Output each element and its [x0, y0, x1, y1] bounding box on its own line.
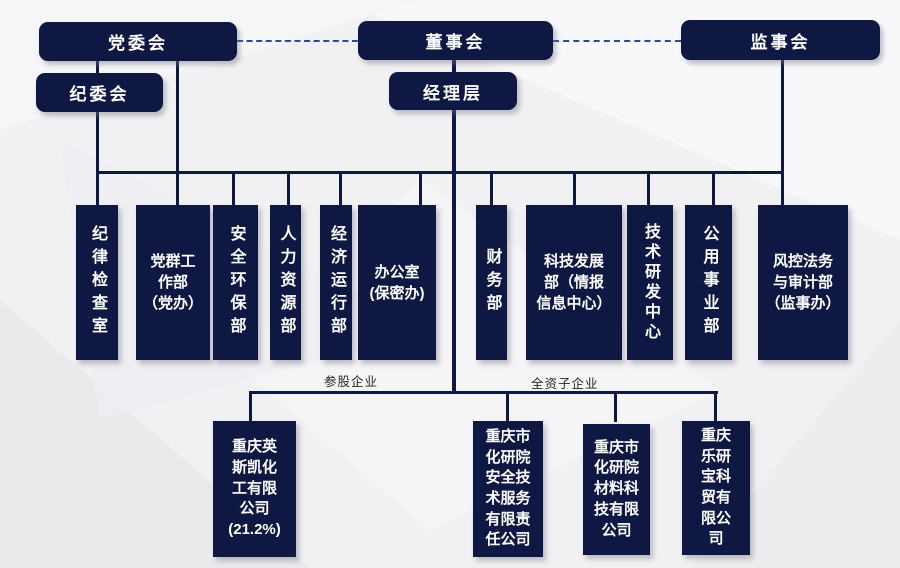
connector-line: [176, 61, 179, 173]
dept-human-resources: 人力资源部: [270, 205, 301, 360]
dept-general-office: 办公室 (保密办): [358, 205, 436, 360]
dept-discipline-inspection-office: 纪律检查室: [76, 205, 118, 360]
connector-line: [781, 60, 784, 173]
caption-wholly-owned-companies: 全资子企业: [531, 377, 599, 391]
dashed-connector-board-supervisory: [553, 40, 681, 42]
connector-line: [452, 110, 456, 392]
company-materials-tech: 重庆市 化研院 材料科 技有限 公司: [583, 424, 650, 555]
node-board-of-directors: 董事会: [358, 21, 553, 60]
connector-line: [490, 172, 493, 206]
dept-party-mass-work: 党群工 作部 （党办）: [136, 205, 210, 360]
dept-economic-operation: 经济运行部: [320, 205, 352, 360]
connector-line: [339, 172, 342, 206]
node-party-committee: 党委会: [39, 22, 237, 61]
company-yingsikai-chemical: 重庆英 斯凯化 工有限 公司 (21.2%): [213, 421, 296, 557]
connector-line: [781, 172, 784, 206]
connector-bus-departments: [96, 171, 784, 174]
node-supervisory-board: 监事会: [681, 20, 880, 60]
connector-line: [287, 172, 290, 206]
connector-bus-subsidiaries: [249, 391, 718, 394]
connector-line: [573, 172, 576, 206]
connector-line: [232, 172, 235, 206]
dept-tech-rd-center: 技术研发中心: [627, 205, 673, 360]
connector-line: [419, 172, 422, 206]
connector-line: [452, 60, 456, 72]
connector-line: [96, 112, 99, 174]
connector-line: [614, 392, 617, 422]
connector-line: [249, 392, 252, 422]
node-discipline-committee: 纪委会: [36, 73, 163, 112]
dept-sci-tech-development: 科技发展 部（情报 信息中心）: [526, 205, 622, 360]
dept-finance: 财务部: [476, 205, 507, 360]
connector-line: [96, 61, 99, 73]
dept-risk-legal-audit: 风控法务 与审计部 （监事办）: [758, 205, 848, 360]
caption-invested-companies: 参股企业: [324, 375, 379, 389]
node-management-level: 经理层: [389, 72, 517, 110]
connector-line: [712, 172, 715, 206]
dept-public-utilities: 公用事业部: [685, 205, 732, 360]
connector-line: [647, 172, 650, 206]
connector-line: [96, 172, 99, 206]
company-safety-tech-service: 重庆市 化研院 安全技 术服务 有限责 任公司: [473, 421, 543, 557]
connector-line: [176, 172, 179, 206]
dashed-connector-party-board: [237, 40, 358, 42]
company-leyanbao-trading: 重庆 乐研 宝科 贸有 限公 司: [682, 421, 750, 555]
dept-safety-environment: 安全环保部: [213, 205, 258, 360]
connector-line: [506, 392, 509, 422]
connector-line: [714, 392, 717, 422]
